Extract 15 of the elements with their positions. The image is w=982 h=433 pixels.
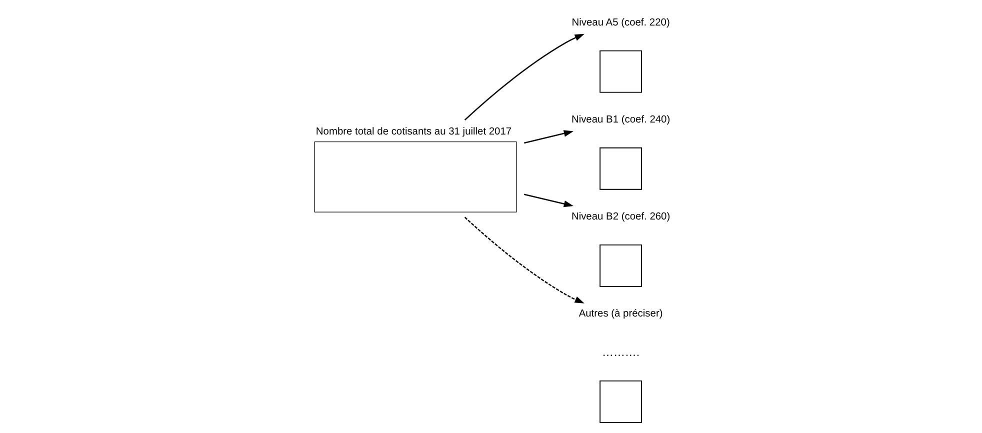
node-box <box>314 141 516 212</box>
node-box <box>599 244 642 286</box>
arrow <box>523 130 573 144</box>
node-text: Autres (à préciser) <box>578 308 662 320</box>
node-text: Niveau B2 (coef. 260) <box>570 211 670 222</box>
node-label: Nombre total de cotisants au 31 juillet 2017 <box>315 126 512 138</box>
node-box <box>599 380 642 422</box>
arrow <box>464 33 584 120</box>
node-text: Niveau B1 (coef. 240) <box>570 114 670 126</box>
label: ………. <box>601 346 640 358</box>
arrow <box>464 216 584 303</box>
node-text: Niveau A5 (coef. 220) <box>571 16 670 28</box>
node-box <box>599 50 642 92</box>
arrow <box>523 193 573 207</box>
node-box <box>599 146 642 190</box>
